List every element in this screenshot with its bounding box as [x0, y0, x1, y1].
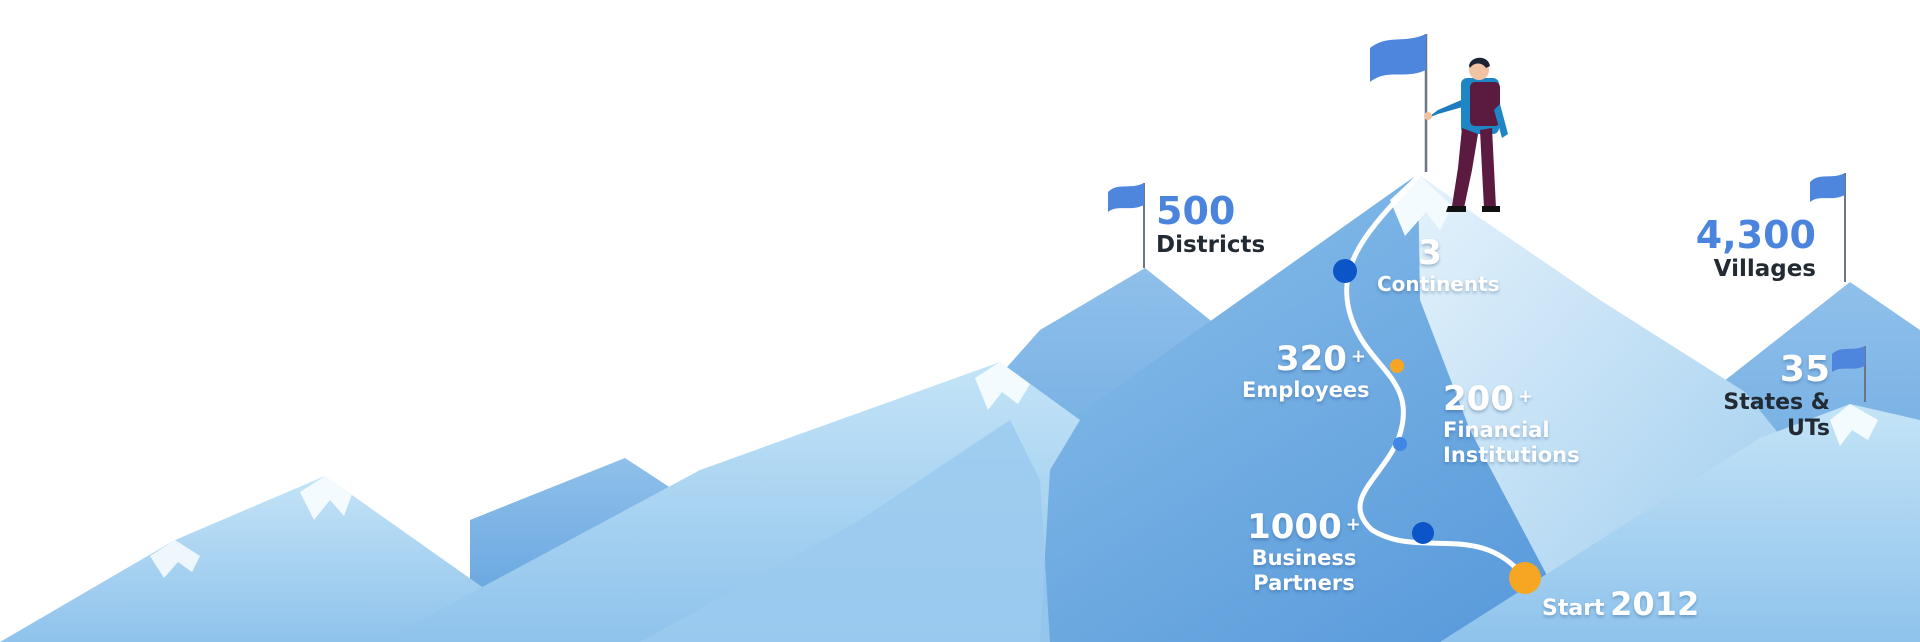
flag-icon — [1832, 346, 1866, 402]
start-prefix: Start — [1542, 596, 1605, 621]
stat-financial-label-line2: Institutions — [1443, 443, 1580, 467]
flag-icon — [1370, 34, 1428, 172]
stat-districts-value: 500 — [1156, 189, 1236, 233]
mountain-front-right — [1440, 404, 1920, 642]
snow-cap-left — [150, 540, 200, 578]
start-year: 2012 — [1610, 585, 1700, 623]
stat-partners-label: Business — [1251, 546, 1357, 570]
stat-employees-value: 320 — [1275, 339, 1347, 379]
snow-cap-far-right — [1830, 404, 1878, 446]
stat-employees-label: Employees — [1242, 378, 1370, 402]
stat-continents: 3 Continents — [1377, 233, 1500, 296]
mountain-front-left — [0, 476, 560, 642]
stat-states: 35 States & UTs — [1700, 352, 1830, 440]
stat-financial-institutions: 200+ Financial Institutions — [1443, 382, 1580, 466]
mountain-front-middle-shadow — [640, 420, 1050, 642]
stat-financial-plus: + — [1517, 386, 1534, 407]
stat-states-label-line2: UTs — [1786, 416, 1830, 441]
stat-partners-plus: + — [1345, 514, 1361, 535]
climber-figure — [1424, 57, 1508, 212]
stat-partners-value: 1000 — [1247, 507, 1342, 547]
trail-dot-employees — [1390, 359, 1404, 373]
stat-states-label: States & — [1723, 390, 1830, 415]
stat-districts-label: Districts — [1156, 232, 1266, 258]
stat-start-year: Start 2012 — [1542, 588, 1699, 620]
stat-continents-value: 3 — [1418, 233, 1442, 273]
stat-villages-label: Villages — [1713, 256, 1816, 282]
snow-cap-front-middle — [975, 362, 1030, 410]
trail-dot-partners — [1412, 522, 1434, 544]
stat-employees-plus: + — [1350, 346, 1366, 367]
stat-continents-label: Continents — [1377, 272, 1500, 296]
flag-icon — [1810, 173, 1846, 282]
stat-financial-value: 200 — [1443, 379, 1514, 419]
flag-icon — [1108, 183, 1145, 268]
stat-employees: 320+ Employees — [1242, 339, 1370, 402]
trail-dot-start — [1509, 562, 1541, 594]
stat-partners-label-line2: Partners — [1253, 571, 1355, 595]
stat-villages-value: 4,300 — [1695, 213, 1816, 257]
stat-districts: 500 Districts — [1156, 192, 1265, 257]
stat-states-value: 35 — [1779, 349, 1830, 390]
stat-financial-label: Financial — [1443, 418, 1550, 442]
trail-dot-financial — [1393, 437, 1407, 451]
trail-dot-continents — [1333, 259, 1357, 283]
snow-cap-front-left — [300, 476, 352, 520]
stat-business-partners: 1000+ Business Partners — [1236, 510, 1372, 594]
stat-villages: 4,300 Villages — [1690, 216, 1816, 281]
